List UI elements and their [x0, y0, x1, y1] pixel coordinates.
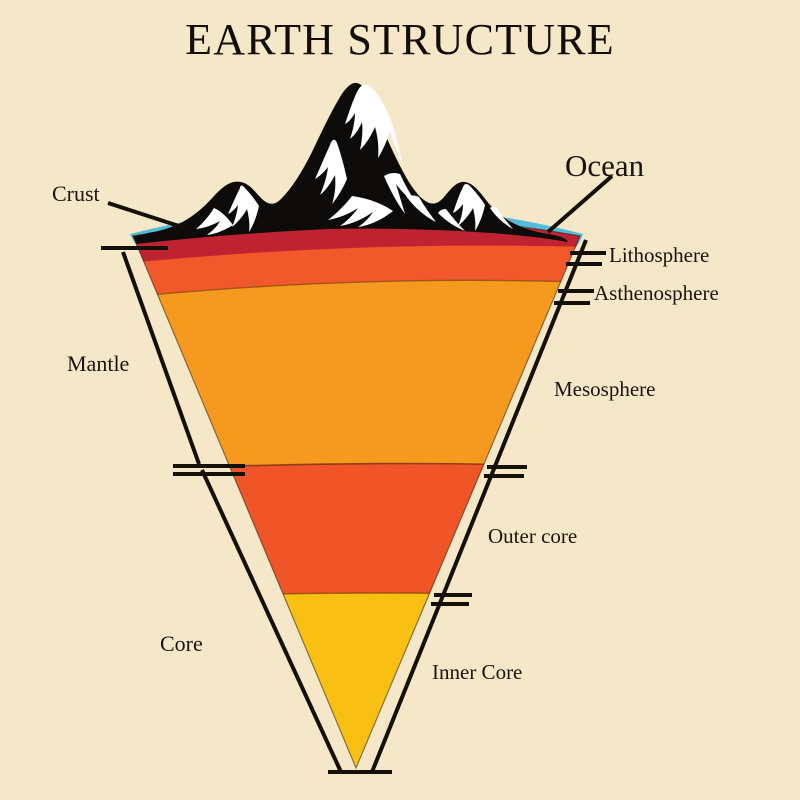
label-mantle: Mantle: [67, 351, 130, 376]
crust-leader-line: [107, 201, 186, 230]
label-core: Core: [160, 631, 203, 656]
label-outer-core: Outer core: [488, 524, 578, 548]
core-bracket: [200, 469, 392, 774]
label-crust: Crust: [52, 181, 100, 206]
mountain-range-icon: [144, 82, 568, 243]
label-asthenosphere: Asthenosphere: [594, 281, 719, 305]
boundary-ticks: [431, 251, 606, 606]
label-inner-core: Inner Core: [432, 660, 523, 684]
mantle-bracket: [101, 246, 245, 476]
right-bracket-rail: [370, 239, 588, 773]
label-ocean: Ocean: [565, 148, 645, 183]
label-mesosphere: Mesosphere: [554, 377, 656, 401]
page-title: EARTH STRUCTURE: [185, 15, 615, 64]
ocean-leader-line: [546, 174, 614, 234]
label-lithosphere: Lithosphere: [609, 243, 710, 267]
